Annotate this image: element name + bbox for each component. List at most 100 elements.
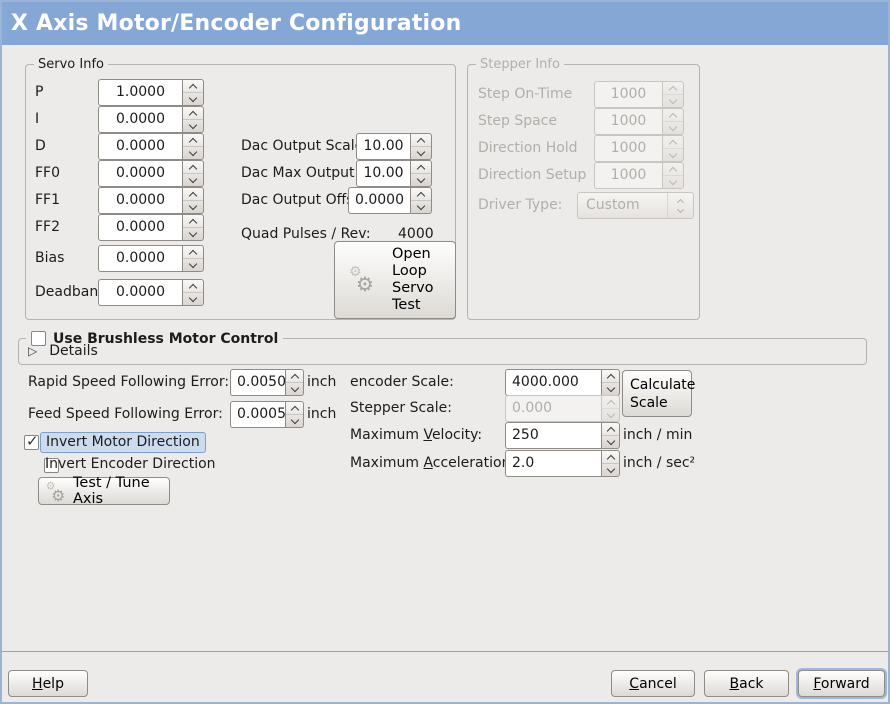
spin-up-icon <box>416 137 426 146</box>
dac-output-scale-input[interactable]: 10.00 <box>356 133 410 160</box>
deadband-spinbox[interactable]: 0.0000 <box>98 279 204 306</box>
back-button-label: Back <box>729 675 764 692</box>
spin-down-button[interactable] <box>411 146 431 159</box>
spin-up-button[interactable] <box>183 134 203 146</box>
dac-output-offset-input[interactable]: 0.0000 <box>348 187 410 214</box>
calculate-scale-label: Calculate Scale <box>630 376 696 411</box>
spin-down-button[interactable] <box>183 146 203 159</box>
combo-arrows-icon <box>667 193 693 218</box>
p-spinbox[interactable]: 1.0000 <box>98 79 204 106</box>
spin-down-icon <box>290 415 299 424</box>
bias-input[interactable]: 0.0000 <box>98 245 182 272</box>
direction-hold-spinbox: 1000 <box>594 135 684 162</box>
spin-up-button[interactable] <box>183 107 203 119</box>
spin-up-button[interactable] <box>602 370 619 382</box>
rapid-following-error-spinbox[interactable]: 0.0050 <box>230 369 304 396</box>
spin-down-button[interactable] <box>602 435 619 448</box>
d-input[interactable]: 0.0000 <box>98 133 182 160</box>
spin-down-button[interactable] <box>183 92 203 105</box>
spin-down-button[interactable] <box>183 227 203 240</box>
use-brushless-label[interactable]: Use Brushless Motor Control <box>53 330 279 347</box>
spin-down-button[interactable] <box>183 200 203 213</box>
feed-following-error-label: Feed Speed Following Error: <box>28 406 223 422</box>
ff2-label: FF2 <box>35 219 61 235</box>
spin-up-button[interactable] <box>286 370 303 382</box>
calculate-scale-button[interactable]: Calculate Scale <box>622 370 696 417</box>
dac-max-output-label: Dac Max Output: <box>241 165 360 181</box>
spin-down-button[interactable] <box>183 258 203 271</box>
help-button[interactable]: Help <box>8 670 88 697</box>
dac-max-output-input[interactable]: 10.00 <box>356 160 410 187</box>
cancel-button[interactable]: Cancel <box>611 670 695 697</box>
ff2-spinbox[interactable]: 0.0000 <box>98 214 204 241</box>
spin-up-button[interactable] <box>183 161 203 173</box>
spin-down-button[interactable] <box>286 382 303 395</box>
spin-down-button[interactable] <box>602 382 619 395</box>
rapid-following-error-input[interactable]: 0.0050 <box>230 369 285 396</box>
ff1-input[interactable]: 0.0000 <box>98 187 182 214</box>
invert-encoder-label[interactable]: Invert Encoder Direction <box>45 456 216 472</box>
spin-up-button[interactable] <box>183 188 203 200</box>
spin-down-button[interactable] <box>411 200 431 213</box>
spin-down-button[interactable] <box>286 414 303 427</box>
maximum-velocity-input[interactable]: 250 <box>505 422 601 449</box>
cancel-button-label: Cancel <box>629 675 677 692</box>
dac-output-scale-spinbox[interactable]: 10.00 <box>356 133 432 160</box>
maximum-acceleration-spinbox[interactable]: 2.0 <box>505 450 620 477</box>
spin-down-button[interactable] <box>602 463 619 476</box>
bias-spinbox[interactable]: 0.0000 <box>98 245 204 272</box>
d-spinbox[interactable]: 0.0000 <box>98 133 204 160</box>
spin-up-button[interactable] <box>411 134 431 146</box>
maximum-acceleration-input[interactable]: 2.0 <box>505 450 601 477</box>
spin-down-icon <box>188 147 198 156</box>
test-tune-axis-button[interactable]: ⚙⚙ Test / Tune Axis <box>38 475 170 507</box>
help-button-label: Help <box>32 675 64 692</box>
invert-motor-label[interactable]: Invert Motor Direction <box>40 432 206 453</box>
ff1-spinbox[interactable]: 0.0000 <box>98 187 204 214</box>
back-button[interactable]: Back <box>704 670 789 697</box>
encoder-scale-input[interactable]: 4000.000 <box>505 369 601 396</box>
spin-down-button[interactable] <box>183 173 203 186</box>
direction-setup-input: 1000 <box>594 162 662 189</box>
spin-up-icon <box>188 110 198 119</box>
ff2-input[interactable]: 0.0000 <box>98 214 182 241</box>
invert-encoder-checkbox[interactable] <box>44 458 60 473</box>
dac-output-offset-spinbox[interactable]: 0.0000 <box>348 187 432 214</box>
feed-following-error-spinbox[interactable]: 0.0005 <box>230 401 304 428</box>
forward-button[interactable]: Forward <box>798 670 885 697</box>
open-loop-servo-test-label: Open Loop Servo Test <box>392 246 434 313</box>
spin-down-button[interactable] <box>183 292 203 305</box>
spin-up-button[interactable] <box>411 161 431 173</box>
details-expander[interactable]: ▷ Details <box>28 343 98 359</box>
ff0-spinbox[interactable]: 0.0000 <box>98 160 204 187</box>
spin-down-icon <box>416 174 426 183</box>
invert-motor-checkbox[interactable] <box>24 432 39 450</box>
spin-up-button[interactable] <box>411 188 431 200</box>
spin-up-button[interactable] <box>602 423 619 435</box>
i-spinbox[interactable]: 0.0000 <box>98 106 204 133</box>
spin-up-button[interactable] <box>183 80 203 92</box>
spin-up-icon <box>290 373 299 382</box>
spin-down-button[interactable] <box>183 119 203 132</box>
i-input[interactable]: 0.0000 <box>98 106 182 133</box>
spin-down-button[interactable] <box>411 173 431 186</box>
use-brushless-checkbox[interactable] <box>31 331 46 346</box>
spin-down-button <box>663 148 683 161</box>
spin-up-button[interactable] <box>183 246 203 258</box>
spin-up-button[interactable] <box>602 451 619 463</box>
rapid-unit-label: inch <box>307 374 337 390</box>
spin-up-icon <box>606 454 615 463</box>
servo-info-frame-label: Servo Info <box>34 56 108 73</box>
maximum-velocity-spinbox[interactable]: 250 <box>505 422 620 449</box>
spin-up-button[interactable] <box>183 215 203 227</box>
open-loop-servo-test-button[interactable]: ⚙⚙ Open Loop Servo Test <box>334 241 456 319</box>
dac-max-output-spinbox[interactable]: 10.00 <box>356 160 432 187</box>
spin-up-button[interactable] <box>183 280 203 292</box>
p-input[interactable]: 1.0000 <box>98 79 182 106</box>
feed-following-error-input[interactable]: 0.0005 <box>230 401 285 428</box>
ff0-input[interactable]: 0.0000 <box>98 160 182 187</box>
spin-up-button[interactable] <box>286 402 303 414</box>
step-space-label: Step Space <box>478 113 557 129</box>
deadband-input[interactable]: 0.0000 <box>98 279 182 306</box>
encoder-scale-spinbox[interactable]: 4000.000 <box>505 369 620 396</box>
